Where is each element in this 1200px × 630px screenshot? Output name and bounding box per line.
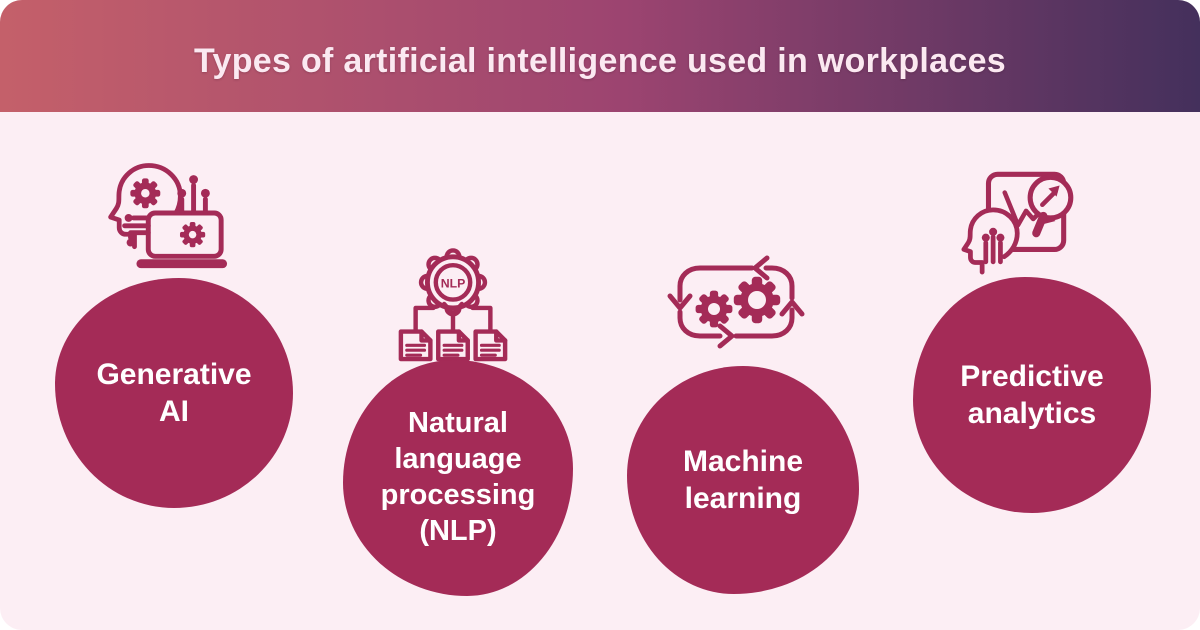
blob-generative-ai: Generative AI xyxy=(55,278,293,508)
header-banner: Types of artificial intelligence used in… xyxy=(0,0,1200,112)
predictive-analytics-icon xyxy=(958,160,1084,280)
generative-ai-icon xyxy=(101,155,231,269)
label-predictive-analytics: Predictive analytics xyxy=(960,359,1104,430)
nlp-icon: NLP xyxy=(394,246,512,364)
label-machine-learning: Machine learning xyxy=(682,444,804,515)
blob-nlp: Natural language processing (NLP) xyxy=(343,360,573,596)
blob-predictive-analytics: Predictive analytics xyxy=(913,277,1151,513)
machine-learning-icon xyxy=(666,252,806,352)
blob-machine-learning: Machine learning xyxy=(627,366,859,594)
label-nlp: Natural language processing (NLP) xyxy=(380,407,536,547)
nlp-icon-text: NLP xyxy=(441,276,466,290)
label-generative-ai: Generative AI xyxy=(96,357,252,428)
infographic-title: Types of artificial intelligence used in… xyxy=(193,41,1007,80)
